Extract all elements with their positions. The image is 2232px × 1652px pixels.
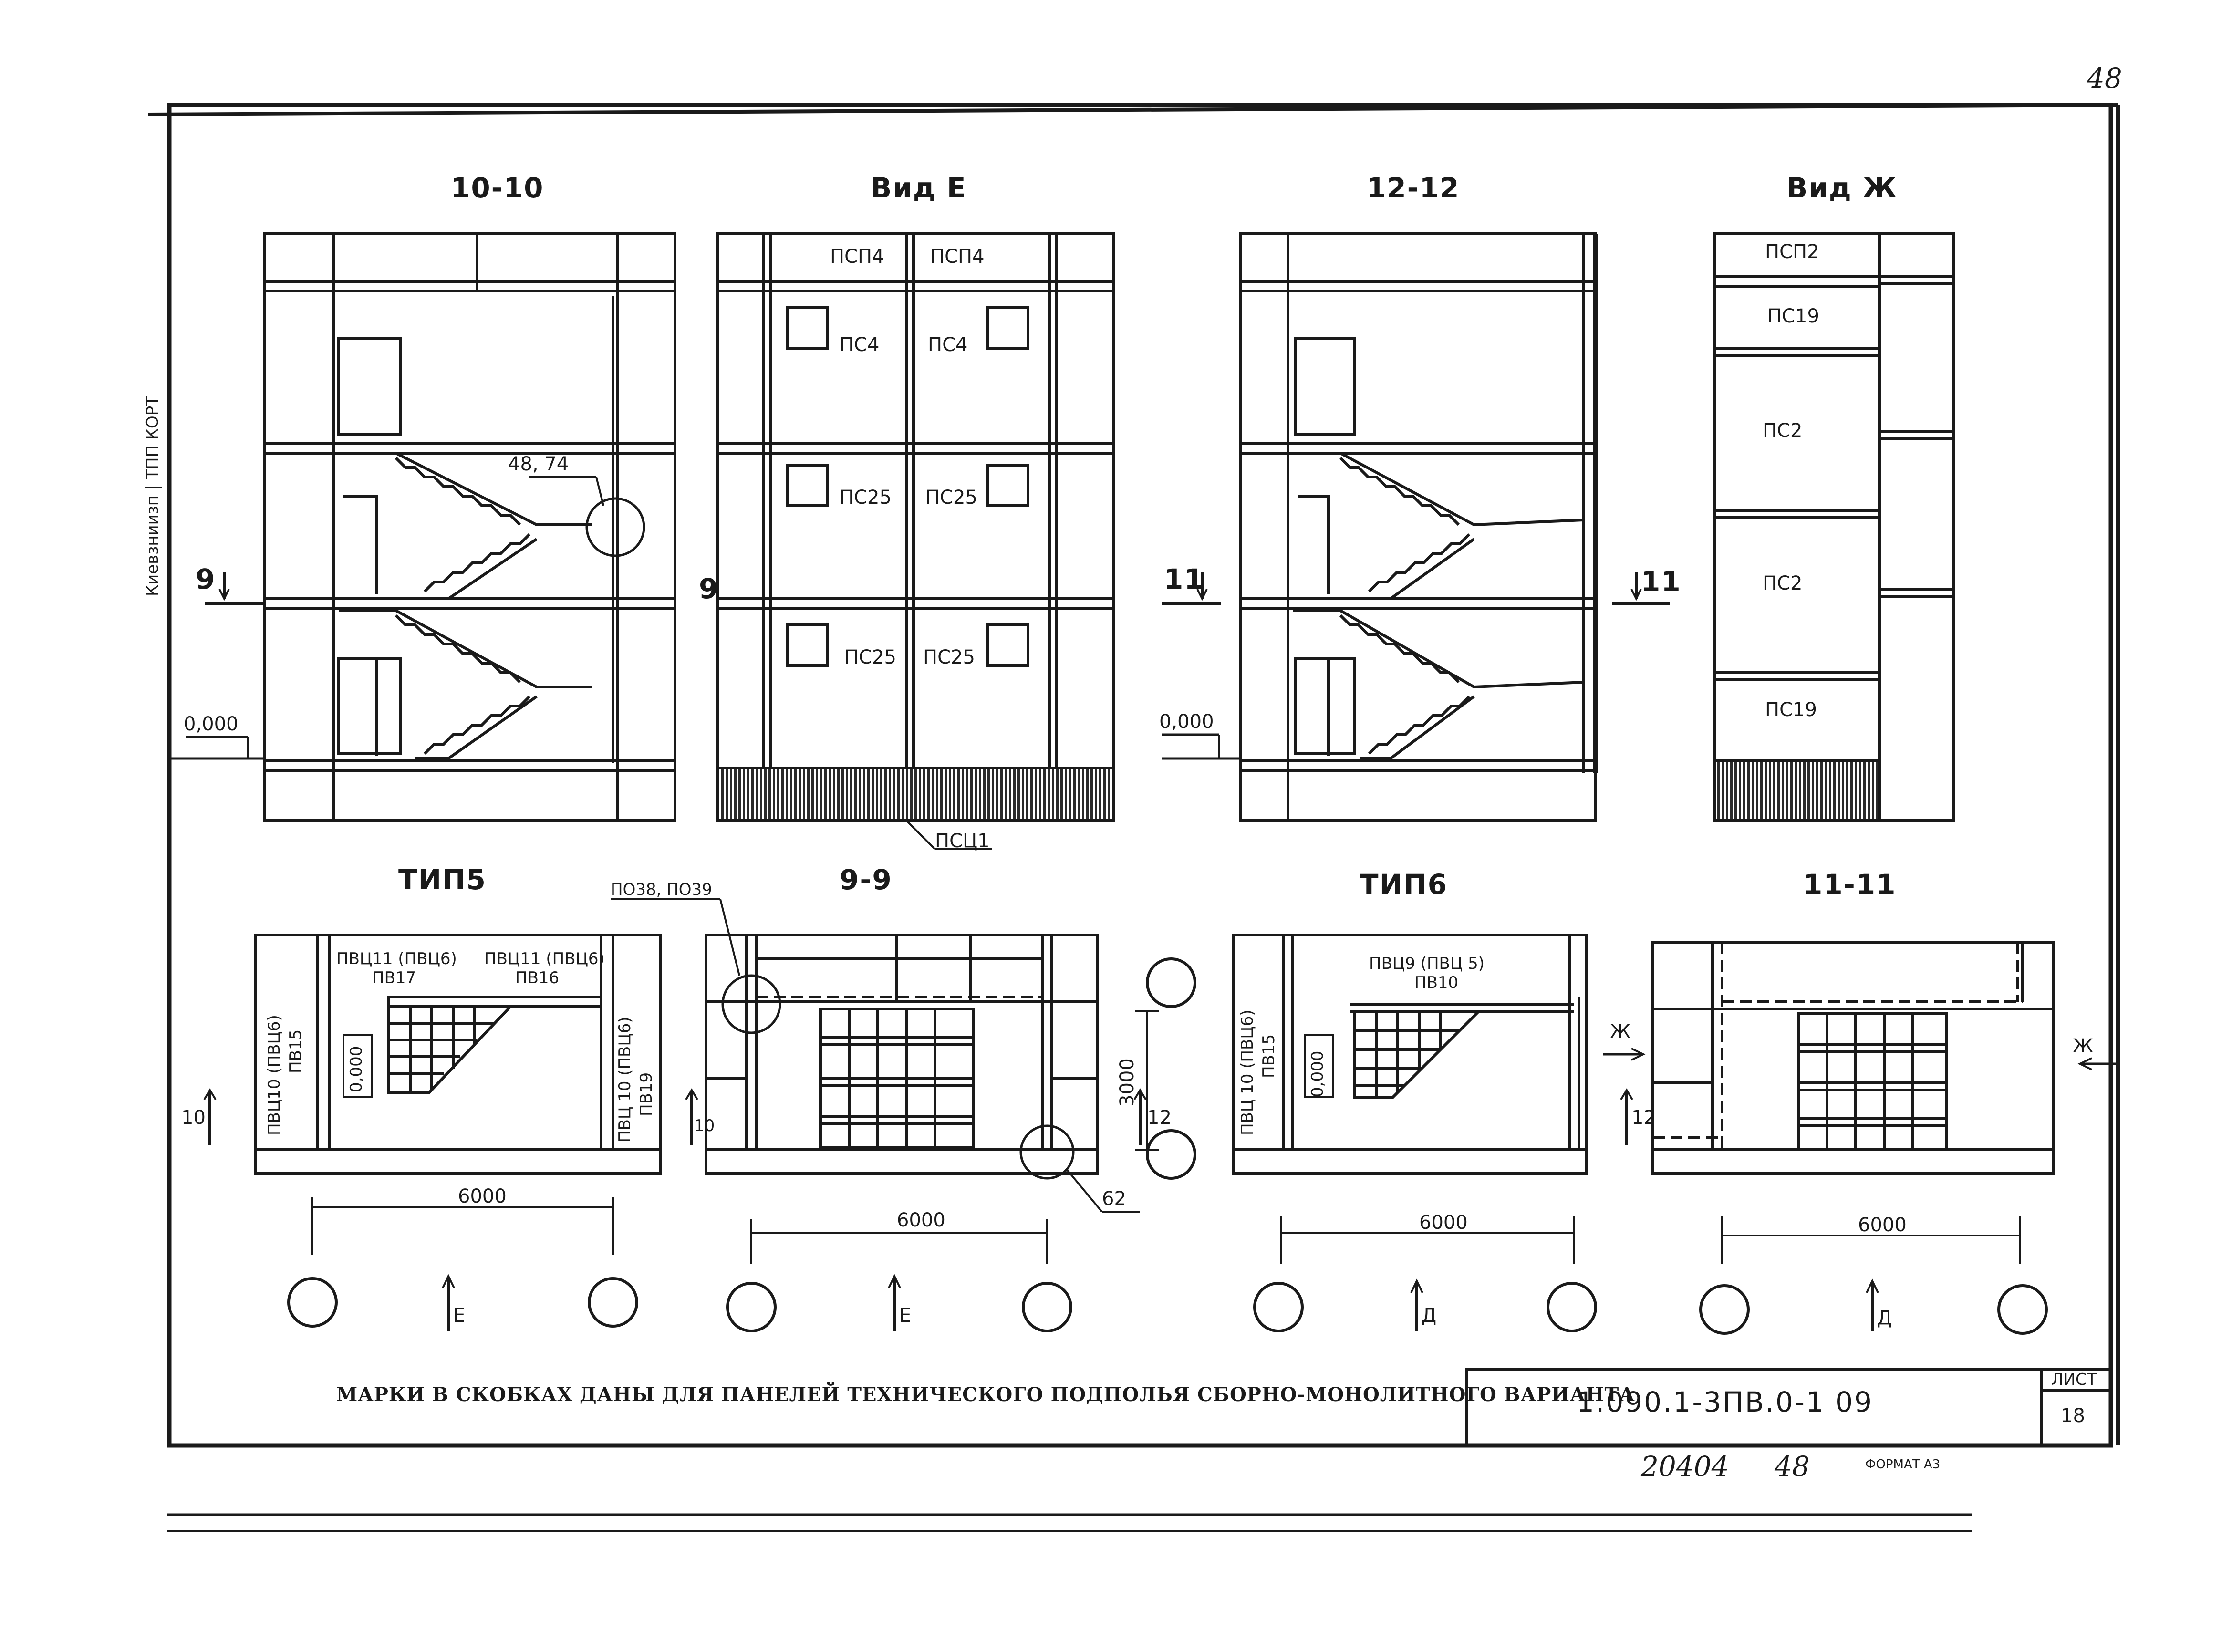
plan-tip5 <box>203 934 662 1331</box>
panel-label-vertical: ПВЦ10 (ПВЦ6) <box>265 1015 284 1135</box>
view-E <box>716 232 1115 850</box>
format-label: ФОРМАТ А3 <box>1865 1457 1941 1472</box>
handwritten-page-number: 48 <box>2087 62 2122 94</box>
panel-label: ПС25 <box>925 487 977 509</box>
section-mark-11-left: 11 <box>1164 563 1204 595</box>
plan-title-11-11: 11-11 <box>1803 868 1897 901</box>
panel-label: ПС25 <box>844 646 896 668</box>
elevation-mark: 0,000 <box>184 713 239 735</box>
axis-arrow-label: Д <box>1422 1305 1437 1327</box>
title-block <box>1465 1368 2112 1447</box>
plan-tip6 <box>1133 934 1597 1332</box>
view-title-vid-Zh: Вид Ж <box>1786 172 1898 204</box>
level-mark: 0,000 <box>1308 1050 1327 1097</box>
panel-label: ПВЦ11 (ПВЦ6) <box>336 949 457 968</box>
node-callout-48-74: 48, 74 <box>508 453 569 475</box>
plan-title-tip5: ТИП5 <box>398 863 487 896</box>
panel-label-vertical: ПВ15 <box>1259 1034 1278 1078</box>
general-note: МАРКИ В СКОБКАХ ДАНЫ ДЛЯ ПАНЕЛЕЙ ТЕХНИЧЕ… <box>336 1383 1635 1406</box>
node-callout-62: 62 <box>1102 1188 1126 1210</box>
view-title-12-12: 12-12 <box>1367 172 1460 204</box>
panel-label-vertical: ПВ15 <box>286 1029 305 1073</box>
panel-label-vertical: ПВЦ 10 (ПВЦ6) <box>1238 1009 1257 1135</box>
section-mark-9-left: 9 <box>196 563 216 595</box>
panel-label: ПСП4 <box>830 246 884 268</box>
panel-label-bottom: ПСЦ1 <box>935 830 990 852</box>
section-mark-10: 10 <box>694 1116 715 1135</box>
elevation-mark: 0,000 <box>1159 711 1214 733</box>
panel-label: ПС2 <box>1763 420 1803 442</box>
view-title-10-10: 10-10 <box>451 172 544 204</box>
drawing-code: 1.090.1-3ПВ.0-1 09 <box>1577 1386 1874 1418</box>
axis-arrow-label: Е <box>899 1305 912 1327</box>
panel-label: ПС2 <box>1763 572 1803 594</box>
plan-9-9 <box>611 898 1196 1332</box>
dimension-3000: 3000 <box>1116 1058 1138 1107</box>
dimension-6000: 6000 <box>1419 1212 1468 1234</box>
panel-label: ПС25 <box>840 487 892 509</box>
panel-label: ПСП2 <box>1765 241 1819 263</box>
view-title-vid-E: Вид Е <box>871 172 967 204</box>
panel-label: ПВ10 <box>1414 973 1459 992</box>
dimension-6000: 6000 <box>458 1185 507 1207</box>
view-arrow-label: Ж <box>2073 1035 2094 1057</box>
section-mark-10: 10 <box>181 1107 206 1129</box>
panel-label: ПВЦ9 (ПВЦ 5) <box>1369 954 1485 973</box>
side-stamp: Киевзниизп | ТПП КОРТ <box>143 396 162 596</box>
panel-label: ПСП4 <box>930 246 985 268</box>
panel-label: ПВ17 <box>372 968 416 987</box>
dimension-6000: 6000 <box>1858 1214 1907 1236</box>
section-12-12 <box>1162 232 1670 822</box>
axis-arrow-label: Е <box>453 1305 466 1327</box>
section-mark-12: 12 <box>1147 1107 1172 1129</box>
callout-PO38-PO39: ПО38, ПО39 <box>611 880 712 899</box>
level-mark: 0,000 <box>347 1046 366 1092</box>
panel-label: ПС4 <box>928 334 968 356</box>
section-10-10 <box>169 232 676 822</box>
section-mark-12: 12 <box>1631 1107 1656 1129</box>
inventory-number: 20404 <box>1641 1450 1729 1483</box>
panel-label: ПВЦ11 (ПВЦ6) <box>484 949 605 968</box>
view-arrow-label: Ж <box>1610 1021 1631 1043</box>
dimension-6000: 6000 <box>897 1209 945 1231</box>
panel-label: ПС25 <box>923 646 975 668</box>
panel-label: ПС19 <box>1767 305 1819 327</box>
sheet-frame <box>167 103 2113 1448</box>
section-mark-11-right: 11 <box>1641 565 1682 598</box>
section-mark-9-right: 9 <box>699 572 719 605</box>
plan-11-11 <box>1603 941 2120 1335</box>
footer-page: 48 <box>1775 1450 1810 1483</box>
panel-label: ПВ16 <box>515 968 560 987</box>
axis-arrow-label: Д <box>1877 1307 1892 1329</box>
plan-title-9-9: 9-9 <box>840 863 893 896</box>
sheet-number: 18 <box>2061 1405 2085 1427</box>
panel-label-vertical: ПВ19 <box>637 1072 656 1116</box>
sheet-label: ЛИСТ <box>2051 1370 2097 1389</box>
panel-label: ПС19 <box>1765 699 1817 721</box>
panel-label-vertical: ПВЦ 10 (ПВЦ6) <box>615 1017 634 1143</box>
panel-label: ПС4 <box>840 334 880 356</box>
view-Zh <box>1713 232 1955 822</box>
plan-title-tip6: ТИП6 <box>1360 868 1448 901</box>
